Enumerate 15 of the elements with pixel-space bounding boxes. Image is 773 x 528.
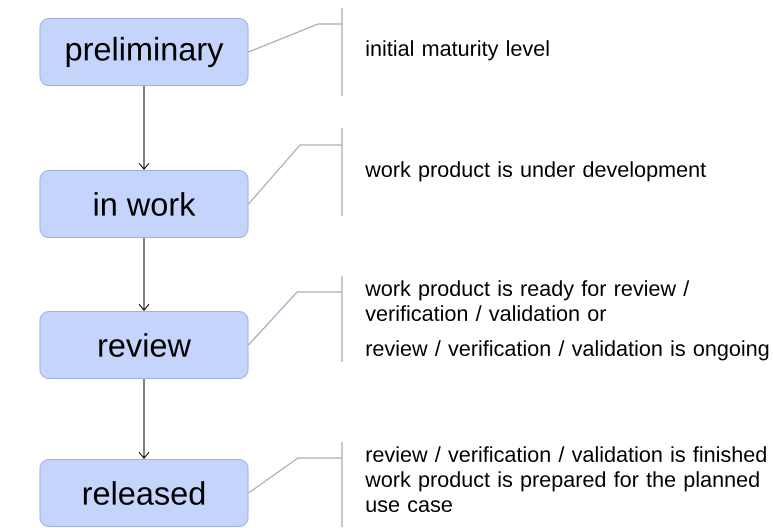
leader-line <box>248 23 342 53</box>
arrow <box>138 378 150 459</box>
state-box: in work <box>40 170 248 238</box>
state-box: released <box>40 459 248 527</box>
arrow <box>138 238 150 311</box>
state-box: preliminary <box>40 18 248 86</box>
description-text: initial maturity level <box>366 40 549 60</box>
arrow <box>138 86 150 170</box>
description-text: review / verification / validation is finished work product is prepared for the planned use case <box>365 446 766 512</box>
description-text: work product is under development <box>365 161 706 182</box>
leader-line <box>248 291 342 346</box>
leader-line <box>248 457 342 494</box>
leader-line <box>248 144 342 204</box>
state-box: review <box>40 311 248 379</box>
description-text: work product is ready for review / verification / validation or review / verification / validation is ongoing <box>365 280 768 360</box>
